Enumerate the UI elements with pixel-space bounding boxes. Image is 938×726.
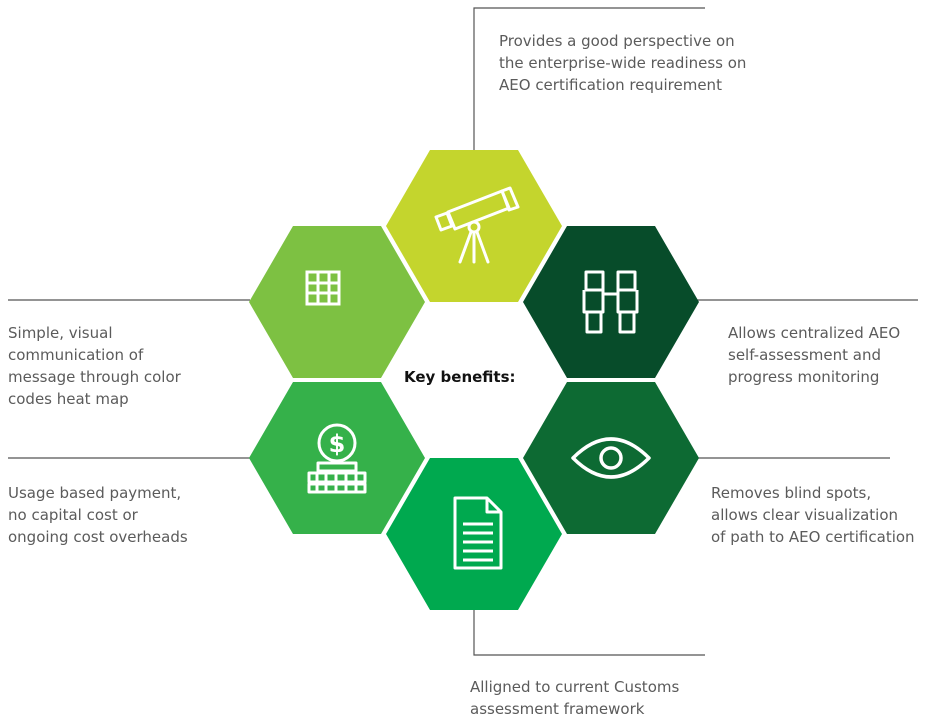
hexagon-binoculars: [523, 226, 699, 378]
benefit-line: assessment framework: [470, 700, 645, 718]
benefit-text-right-lower: Removes blind spots, allows clear visual…: [711, 482, 915, 548]
benefit-line: communication of: [8, 346, 144, 364]
connector-top: [473, 7, 705, 150]
benefit-text-left-lower: Usage based payment, no capital cost or …: [8, 482, 188, 548]
benefit-line: no capital cost or: [8, 506, 138, 524]
hexagon-coin: [249, 382, 425, 534]
benefit-line: Usage based payment,: [8, 484, 182, 502]
benefit-text-top: Provides a good perspective on the enter…: [499, 30, 746, 96]
benefit-text-bottom: Alligned to current Customs assessment f…: [470, 676, 679, 720]
benefit-line: progress monitoring: [728, 368, 880, 386]
benefit-line: the enterprise-wide readiness on: [499, 54, 747, 72]
benefit-line: AEO certification requirement: [499, 76, 722, 94]
connector-bottom: [473, 610, 705, 656]
coin-stack-icon: $: [307, 423, 367, 494]
binoculars-icon: [582, 270, 639, 334]
connector-lines: [8, 7, 918, 656]
benefit-line: Simple, visual: [8, 324, 113, 342]
benefit-line: self-assessment and: [728, 346, 881, 364]
eye-icon: [571, 437, 651, 479]
hexagon-telescope: [386, 150, 562, 302]
benefit-line: Alligned to current Customs: [470, 678, 680, 696]
hexagon-grid: [249, 226, 425, 378]
benefit-line: Provides a good perspective on: [499, 32, 735, 50]
benefit-line: codes heat map: [8, 390, 129, 408]
grid-icon: [305, 270, 341, 306]
benefit-line: message through color: [8, 368, 181, 386]
center-title: Key benefits:: [404, 368, 516, 386]
benefit-line: Removes blind spots,: [711, 484, 872, 502]
hexagon-eye: [523, 382, 699, 534]
benefit-line: of path to AEO certification: [711, 528, 915, 546]
benefit-text-right-upper: Allows centralized AEO self-assessment a…: [728, 322, 900, 388]
benefit-line: Allows centralized AEO: [728, 324, 901, 342]
benefit-text-left-upper: Simple, visual communication of message …: [8, 322, 181, 410]
benefit-line: ongoing cost overheads: [8, 528, 188, 546]
svg-text:$: $: [329, 430, 346, 458]
benefit-line: allows clear visualization: [711, 506, 899, 524]
telescope-icon: [434, 186, 520, 264]
document-icon: [453, 496, 503, 570]
